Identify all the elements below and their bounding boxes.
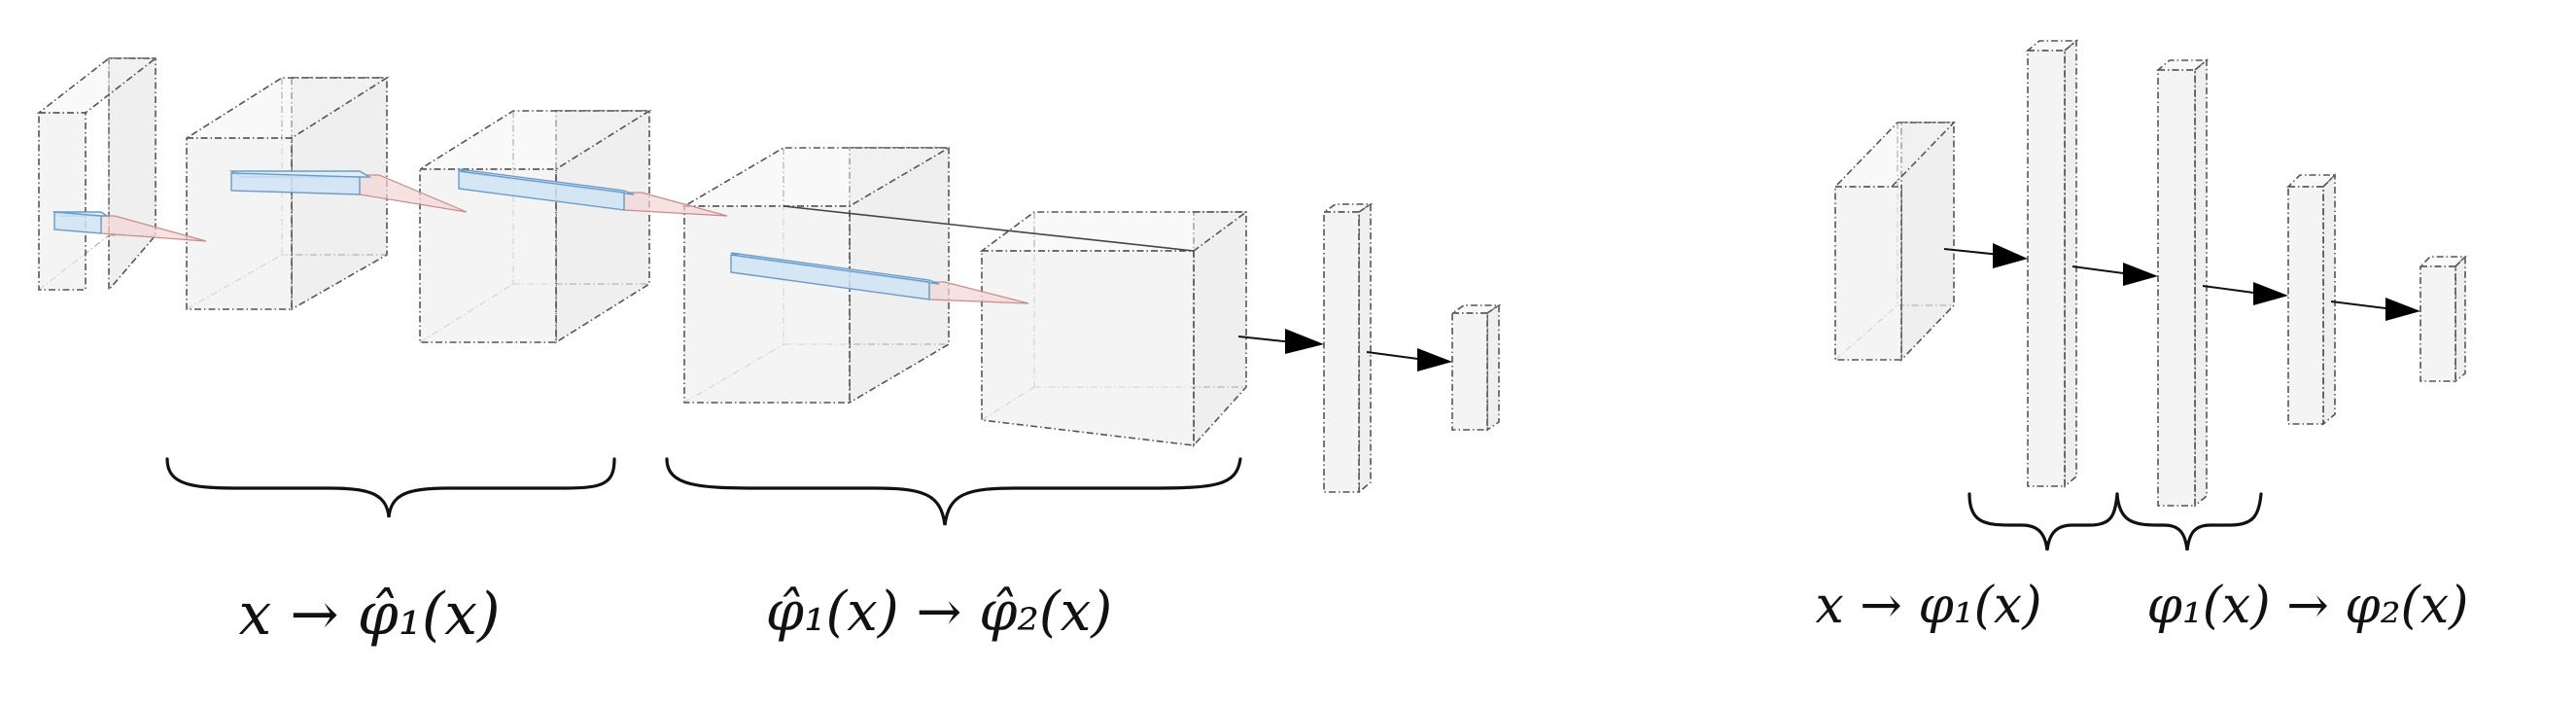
- conv-volume-4: [979, 211, 1249, 448]
- conv-volume-3: [681, 147, 952, 405]
- label-phi-hat-1-to-phi-hat-2: φ̂₁(x) → φ̂₂(x): [766, 581, 1112, 644]
- kernel-3: [458, 168, 728, 217]
- label-phi-1-to-phi-2: φ₁(x) → φ₂(x): [2147, 577, 2469, 635]
- brace-left-2: [665, 457, 1242, 526]
- kernel-4: [730, 252, 1029, 304]
- fc-output-layer: [2419, 255, 2467, 383]
- fc-layer-2: [1449, 303, 1502, 432]
- arrow-conv-to-fc: [1237, 329, 1324, 354]
- label-x-to-phi-hat-1: x → φ̂₁(x): [239, 581, 501, 649]
- kernel-1: [52, 211, 207, 242]
- connector-line: [783, 205, 1195, 252]
- fc-layer-1: [1321, 202, 1374, 494]
- fc-hidden-layer-3: [2286, 173, 2337, 426]
- arrow-input-to-h1: [1943, 243, 2028, 268]
- brace-left-1: [165, 457, 616, 518]
- brace-right-1: [1967, 492, 2119, 551]
- label-x-to-phi-1: x → φ₁(x): [1815, 577, 2041, 635]
- arrow-h3-to-output: [2330, 298, 2420, 321]
- conv-volume-2: [417, 110, 652, 344]
- arrow-h1-to-h2: [2071, 263, 2158, 286]
- kernel-2: [228, 170, 468, 213]
- brace-right-2: [2115, 492, 2263, 551]
- arrow-h2-to-h3: [2202, 282, 2288, 305]
- fc-input-slab: [1833, 122, 1956, 362]
- fc-hidden-layer-2: [2155, 58, 2210, 508]
- input-slab: [36, 57, 158, 293]
- fc-hidden-layer-1: [2025, 39, 2079, 488]
- arrow-fc1-to-fc2: [1366, 348, 1452, 371]
